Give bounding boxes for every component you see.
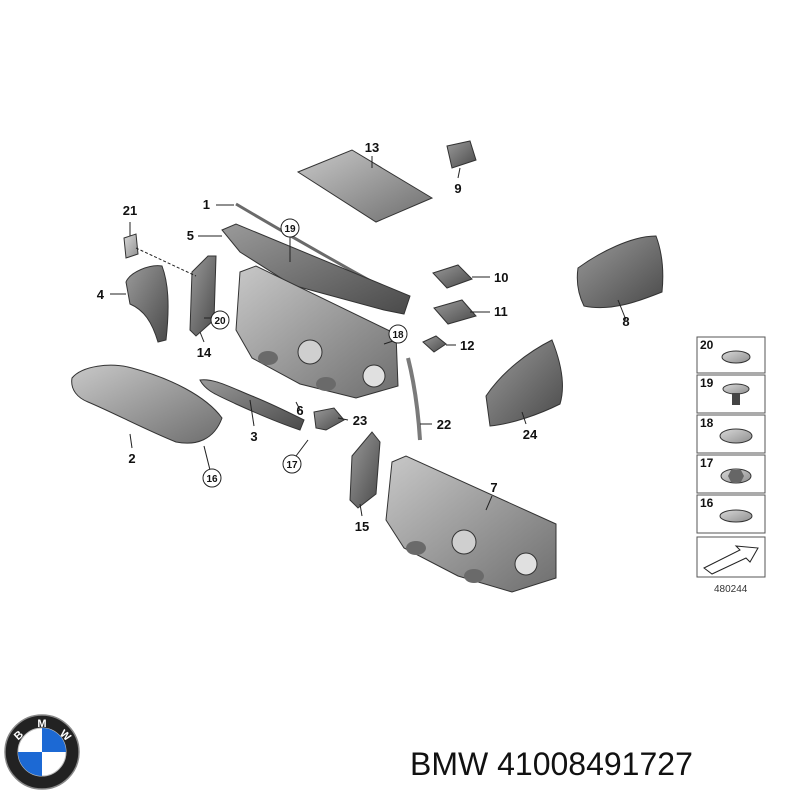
part-8-side-insulation <box>576 235 664 309</box>
callout-5: 5 <box>187 228 194 243</box>
part-3-duct <box>199 379 305 431</box>
callout-11: 11 <box>494 304 508 319</box>
logo-letter-m: M <box>37 718 46 730</box>
part-12-bracket <box>422 335 447 353</box>
callout-10: 10 <box>494 270 508 285</box>
callout-19: 19 <box>284 224 296 235</box>
callout-15: 15 <box>355 519 369 534</box>
fastener-16-icon <box>719 509 753 523</box>
callout-circle-19 <box>280 218 300 238</box>
part-7-boss <box>464 569 484 583</box>
legend-cell-19 <box>696 374 766 414</box>
part-9-pad <box>446 140 477 169</box>
leader-lines <box>110 156 627 517</box>
part-7-firewall-panel <box>385 455 557 593</box>
callout-7: 7 <box>490 480 497 495</box>
callout-1: 1 <box>203 197 210 212</box>
callout-6: 6 <box>296 403 303 418</box>
callout-17: 17 <box>286 460 298 471</box>
legend-cell-18 <box>696 414 766 454</box>
callout-14: 14 <box>197 345 212 360</box>
fastener-17-nut <box>728 470 744 482</box>
part-6-boss <box>258 351 278 365</box>
legend-label-17: 17 <box>700 456 714 470</box>
part-6-firewall-panel <box>235 265 399 399</box>
callout-23: 23 <box>353 413 367 428</box>
direction-arrow-icon <box>703 545 759 575</box>
bmw-roundel-icon: B M W <box>4 714 80 790</box>
legend-label-20: 20 <box>700 338 714 352</box>
legend-label-16: 16 <box>700 496 714 510</box>
fastener-20-icon <box>721 350 751 364</box>
callout-4: 4 <box>97 287 105 302</box>
fastener-19-pin <box>732 393 740 405</box>
part-21-clip <box>123 233 139 259</box>
part-6-boss <box>316 377 336 391</box>
part-5-cowl-cover <box>221 223 411 315</box>
fastener-18-icon <box>719 428 753 444</box>
legend-label-19: 19 <box>700 376 714 390</box>
part-6-hole-right <box>362 364 386 388</box>
callout-3: 3 <box>250 429 257 444</box>
callout-9: 9 <box>454 181 461 196</box>
callout-16: 16 <box>206 474 218 485</box>
callout-circle-18 <box>388 324 408 344</box>
legend-label-18: 18 <box>700 416 714 430</box>
fastener-legend: 20 19 18 17 16 480244 <box>696 336 766 595</box>
part-15-bracket <box>349 431 381 509</box>
diagram-id: 480244 <box>714 584 748 595</box>
callout-20: 20 <box>214 316 226 327</box>
part-7-boss <box>406 541 426 555</box>
callout-13: 13 <box>365 140 379 155</box>
callout-circle-17 <box>282 454 302 474</box>
callout-24: 24 <box>523 427 538 442</box>
part-23-clip <box>313 407 345 431</box>
callout-21: 21 <box>123 203 137 218</box>
callout-2: 2 <box>128 451 135 466</box>
callout-22: 22 <box>437 417 451 432</box>
part-11-pad <box>433 299 477 325</box>
callout-12: 12 <box>460 338 474 353</box>
part-24-panel <box>485 339 563 427</box>
part-22-strip <box>406 357 422 441</box>
part-2-floor-mat <box>71 364 223 444</box>
callout-circle-16 <box>202 468 222 488</box>
part-10-pad <box>432 264 473 289</box>
callout-circle-20 <box>210 310 230 330</box>
part-13-insulation-mat <box>296 149 434 223</box>
brand-part-number: BMW 41008491727 <box>410 746 693 782</box>
part-7-hole-right <box>514 552 538 576</box>
fastener-19-icon <box>722 383 750 395</box>
callout-18: 18 <box>392 330 404 341</box>
part-7-hole-left <box>451 529 477 555</box>
part-4-side-bracket <box>125 265 169 343</box>
part-6-hole-left <box>297 339 323 365</box>
callout-8: 8 <box>622 314 629 329</box>
